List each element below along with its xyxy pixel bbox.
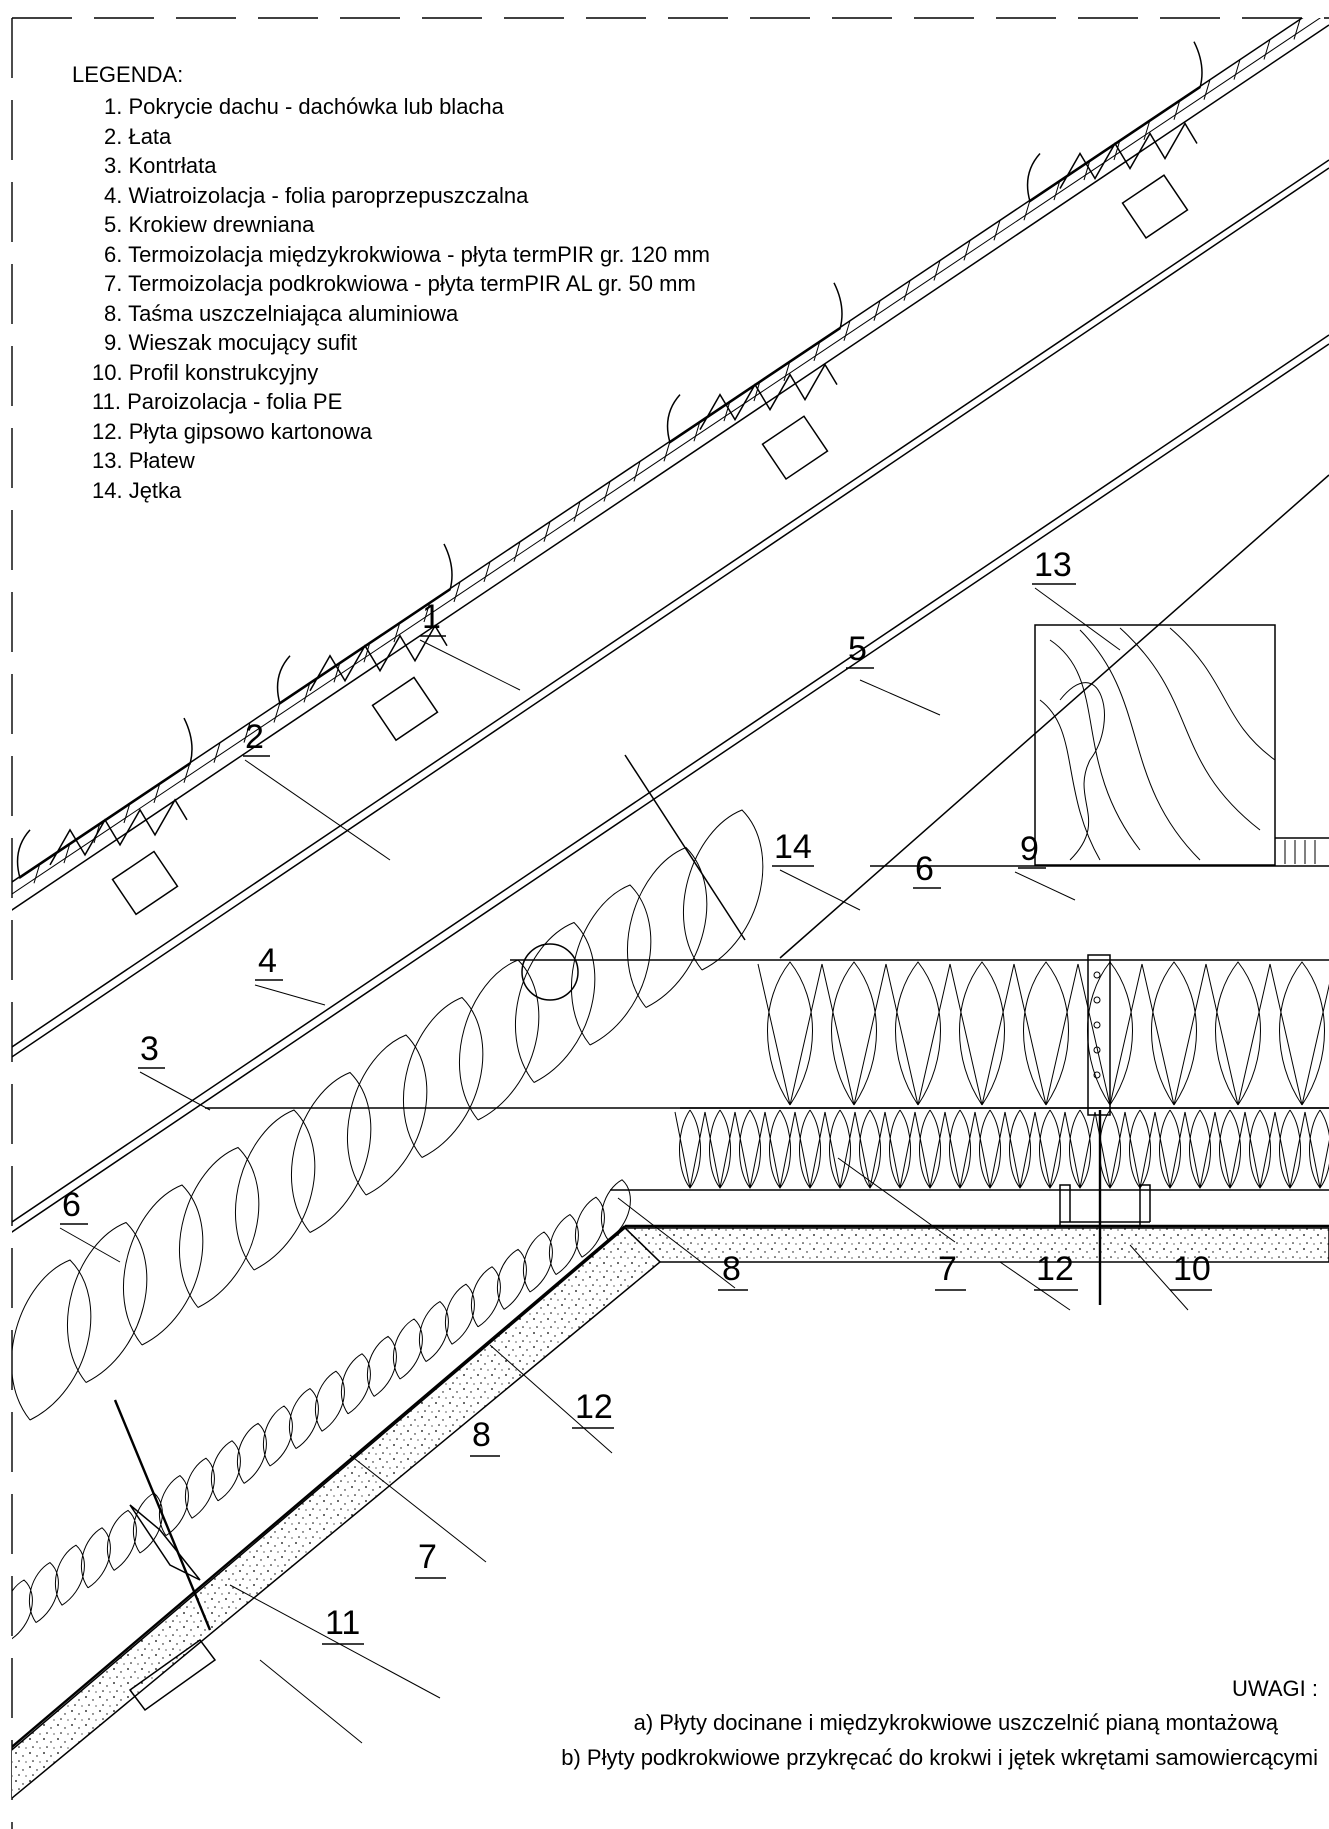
purlin xyxy=(1034,624,1329,866)
sheet-border xyxy=(11,17,1329,1829)
callout-14: 14 xyxy=(774,828,812,866)
insulation-under-rafters xyxy=(610,1109,1329,1191)
callout-7-bottom: 7 xyxy=(418,1538,437,1576)
tape-detail-circle xyxy=(521,943,579,1001)
callout-8-top: 8 xyxy=(722,1250,741,1288)
notes: UWAGI : a) Płyty docinane i międzykrokwi… xyxy=(561,1676,1318,1770)
roof-slope-lines xyxy=(12,18,1329,1233)
legend-item-7: 7. Termoizolacja podkrokwiowa - płyta te… xyxy=(104,271,696,296)
legend-item-1: 1. Pokrycie dachu - dachówka lub blacha xyxy=(104,94,505,119)
callout-11: 11 xyxy=(325,1604,360,1642)
tile-group xyxy=(276,543,453,742)
note-b: b) Płyty podkrokwiowe przykręcać do krok… xyxy=(561,1745,1318,1770)
callout-10: 10 xyxy=(1173,1250,1211,1288)
callout-5: 5 xyxy=(848,630,867,668)
note-a: a) Płyty docinane i międzykrokwiowe uszc… xyxy=(634,1710,1279,1735)
callout-12-right: 12 xyxy=(1036,1250,1074,1288)
callout-3: 3 xyxy=(140,1030,159,1068)
construction-profile xyxy=(1059,1184,1151,1225)
callout-2: 2 xyxy=(245,718,264,756)
gypsum-board-slope xyxy=(12,1225,662,1800)
callout-7-top: 7 xyxy=(938,1250,957,1288)
callout-1: 1 xyxy=(422,598,441,636)
roof-covering-tiles xyxy=(16,19,1301,916)
collar-tie xyxy=(205,865,1329,1109)
legend-item-11: 11. Paroizolacja - folia PE xyxy=(92,389,342,414)
legend-item-12: 12. Płyta gipsowo kartonowa xyxy=(92,419,373,444)
rafter xyxy=(624,474,1329,959)
slope-hanger xyxy=(113,1399,217,1712)
legend-item-13: 13. Płatew xyxy=(92,448,195,473)
callout-6-left: 6 xyxy=(62,1186,81,1224)
callout-4: 4 xyxy=(258,942,277,980)
legend-item-2: 2. Łata xyxy=(104,124,172,149)
callout-13: 13 xyxy=(1034,546,1072,584)
legend-item-9: 9. Wieszak mocujący sufit xyxy=(104,330,357,355)
legend-item-5: 5. Krokiew drewniana xyxy=(104,212,315,237)
legend-item-6: 6. Termoizolacja międzykrokwiowa - płyta… xyxy=(104,242,710,267)
legend-item-3: 3. Kontrłata xyxy=(104,153,217,178)
callout-leaders xyxy=(59,587,1189,1744)
legend-item-10: 10. Profil konstrukcyjny xyxy=(92,360,318,385)
insulation-between-rafters xyxy=(510,959,1329,1109)
legend-item-8: 8. Taśma uszczelniająca aluminiowa xyxy=(104,301,459,326)
legend-item-14: 14. Jętka xyxy=(92,478,182,503)
tile-group xyxy=(16,717,193,916)
callout-6-top: 6 xyxy=(915,850,934,888)
tile-group xyxy=(666,282,843,481)
callout-12-slope: 12 xyxy=(575,1388,613,1426)
callout-8-bottom: 8 xyxy=(472,1416,491,1454)
legend-title: LEGENDA: xyxy=(72,62,183,87)
legend-item-4: 4. Wiatroizolacja - folia paroprzepuszcz… xyxy=(104,183,529,208)
tile-group xyxy=(1026,41,1203,239)
callout-9: 9 xyxy=(1020,830,1039,868)
callouts: 1 2 3 4 5 6 6 7 7 8 8 9 10 11 xyxy=(60,546,1212,1645)
ceiling-hanger xyxy=(1087,954,1111,1305)
notes-title: UWAGI : xyxy=(1232,1676,1318,1701)
legend: LEGENDA: 1. Pokrycie dachu - dachówka lu… xyxy=(72,62,710,503)
